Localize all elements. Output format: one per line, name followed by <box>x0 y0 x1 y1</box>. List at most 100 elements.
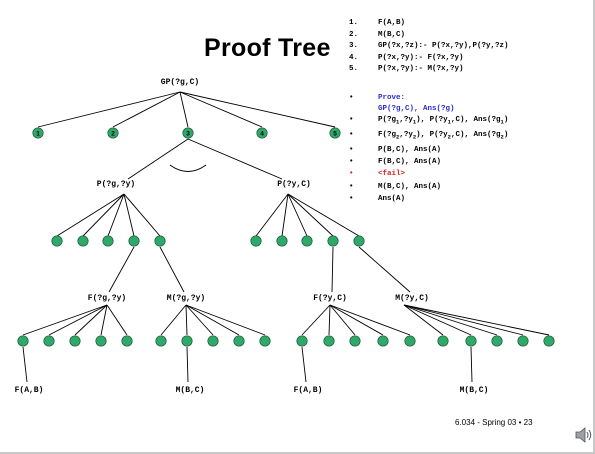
rule-node <box>256 127 268 139</box>
tree-node <box>323 335 335 347</box>
tree-edge <box>358 246 411 293</box>
rule-node-number: 5 <box>333 130 337 137</box>
slide-title: Proof Tree <box>204 34 331 62</box>
tree-node <box>69 335 81 347</box>
tree-node <box>259 335 271 347</box>
rule-node <box>107 127 119 139</box>
tree-edge <box>123 193 135 237</box>
tree-node <box>377 335 389 347</box>
tree-node <box>128 235 140 247</box>
tree-node <box>276 235 288 247</box>
tree-node <box>465 335 477 347</box>
step-item: • F(?g2,?y2), P(?y2,C), Ans(?g2) <box>349 129 508 144</box>
tree-node <box>154 235 166 247</box>
tree-edge <box>329 304 384 336</box>
tree-edge <box>329 304 356 336</box>
tree-edge <box>403 304 444 336</box>
rule-text: GP(?x,?z):- P(?x,?y),P(?y,?z) <box>378 42 509 51</box>
tree-edge <box>160 304 187 336</box>
root-edge <box>179 91 263 128</box>
leaf-label: F(A,B) <box>294 386 323 395</box>
rule-item: 1.F(A,B) <box>349 18 509 30</box>
tree-node <box>102 235 114 247</box>
rule-node-number: 2 <box>111 130 115 137</box>
tree-edge <box>403 304 524 336</box>
rule-number: 3. <box>349 42 359 51</box>
step-item: •P(?g1,?y1), P(?y1,C), Ans(?g1) <box>349 114 508 129</box>
step-item: •M(B,C), Ans(A) <box>349 181 508 193</box>
tree-edge <box>185 304 214 336</box>
step-items: •P(?g1,?y1), P(?y1,C), Ans(?g1)•F(?g2,?y… <box>349 114 508 205</box>
bullet: • <box>349 145 354 154</box>
step-item: • <fail> <box>349 168 508 180</box>
tree-edge <box>287 193 334 237</box>
rule-text: P(?x,?y):- M(?x,?y) <box>378 65 464 74</box>
tree-node <box>349 335 361 347</box>
speaker-icon[interactable] <box>574 426 594 444</box>
rule-text: F(A,B) <box>378 19 406 27</box>
level3-label: F(?g,?y) <box>88 294 126 303</box>
tree-edge <box>108 246 135 293</box>
tree-edge <box>287 193 308 237</box>
rule-number: 2. <box>349 30 359 39</box>
rule-text: P(?x,?y):- F(?x,?y) <box>378 53 464 62</box>
tree-edge <box>159 246 185 293</box>
tree-edge <box>329 304 411 336</box>
prove-label: Prove: <box>378 94 406 102</box>
tree-edge <box>100 304 108 336</box>
rule-item: 5.P(?x,?y):- M(?x,?y) <box>349 64 509 76</box>
step-text: F(B,C), Ans(A) <box>378 158 442 167</box>
tree-edge <box>74 304 108 336</box>
step-text: F(?g2,?y2), P(?y2,C), Ans(?g2) <box>378 131 509 141</box>
tree-edge <box>301 346 307 383</box>
bullet: • <box>349 195 354 204</box>
bullet: • <box>349 94 354 102</box>
bullet: • <box>349 182 354 191</box>
root-edge <box>37 91 181 128</box>
tree-node <box>43 335 55 347</box>
root-edge <box>179 91 336 128</box>
rules-list: 1.F(A,B)2.M(B,C)3.GP(?x,?z):- P(?x,?y),P… <box>349 18 509 76</box>
tree-node <box>181 335 193 347</box>
rule-node <box>182 127 194 139</box>
step-text: <fail> <box>378 170 406 179</box>
tree-edge <box>22 346 28 383</box>
bullet: • <box>349 131 354 140</box>
level3-label: M(?y,C) <box>395 294 429 303</box>
level2-label: P(?y,C) <box>277 180 311 189</box>
tree-node <box>121 335 133 347</box>
rule-number: 4. <box>349 53 359 62</box>
tree-edge <box>56 193 125 237</box>
tree-edge <box>403 304 550 336</box>
tree-edge <box>328 304 331 336</box>
bullet: • <box>349 170 354 179</box>
tree-node <box>207 335 219 347</box>
proof-steps-list: • Prove: GP(?g,C), Ans(?g) •P(?g1,?y1), … <box>349 92 508 205</box>
tree-edge <box>187 138 283 180</box>
and-arc <box>169 164 207 172</box>
tree-edge <box>106 304 128 336</box>
rule-item: 3. GP(?x,?z):- P(?x,?y),P(?y,?z) <box>349 41 509 53</box>
bullet: • <box>349 158 354 167</box>
tree-node <box>233 335 245 347</box>
step-item: •P(B,C), Ans(A) <box>349 144 508 156</box>
tree-node <box>296 335 308 347</box>
tree-edge <box>127 138 189 180</box>
rule-node <box>329 127 341 139</box>
leaf-label: M(B,C) <box>460 386 489 395</box>
prove-header: • Prove: <box>349 92 508 104</box>
tree-node <box>51 235 63 247</box>
tree-edge <box>185 304 240 336</box>
tree-node <box>353 235 365 247</box>
tree-edge <box>123 193 161 237</box>
tree-node <box>95 335 107 347</box>
tree-node <box>250 235 262 247</box>
rule-node <box>32 127 44 139</box>
bullet: • <box>349 116 354 125</box>
tree-root-label: GP(?g,C) <box>161 78 199 87</box>
tree-edge <box>281 193 289 237</box>
prove-goal: GP(?g,C), Ans(?g) <box>378 105 455 114</box>
rule-node-number: 1 <box>36 130 40 137</box>
